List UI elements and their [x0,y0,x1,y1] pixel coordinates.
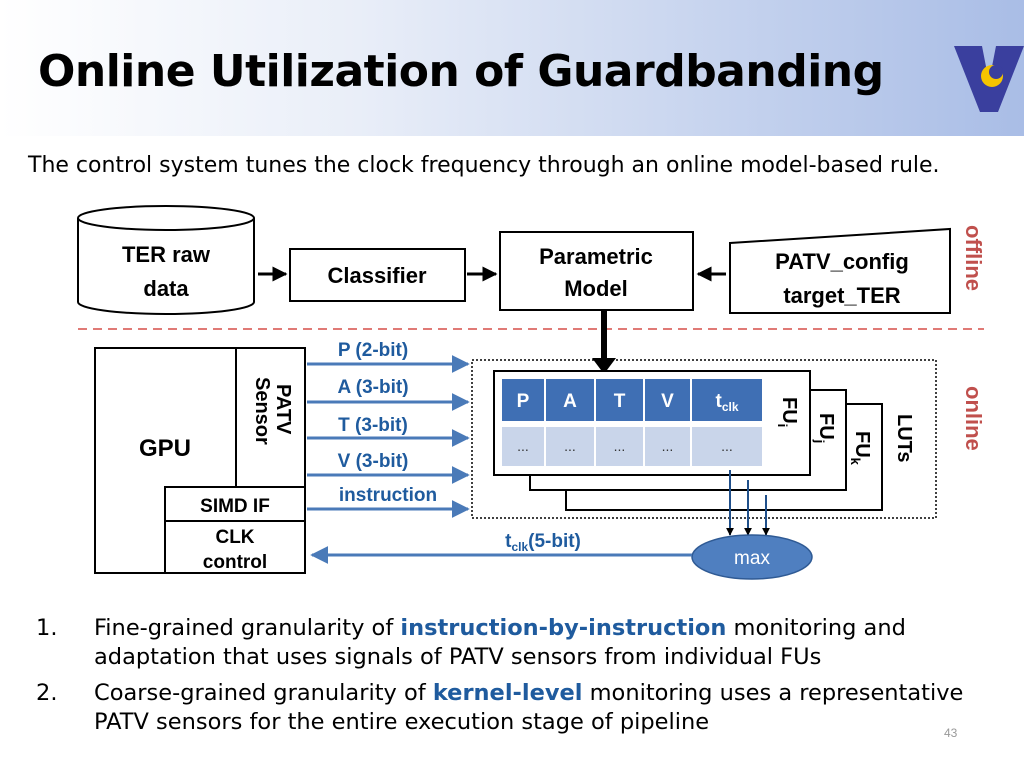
bullet-text: Fine-grained granularity of [94,615,401,641]
lut-data-cell [502,427,544,466]
lut-header-cell [502,379,544,421]
title-banner [0,0,1024,136]
gpu-label: GPU [139,435,191,462]
fu-i-label: FUi [775,397,800,427]
lut-header-v: V [661,391,674,412]
bullet-number: 1. [36,615,58,641]
patv-sensor-label-2: Sensor [251,377,273,445]
lut-data-cell-text: ... [662,438,674,454]
slide-title: Online Utilization of Guardbanding [38,46,884,97]
clk-control-label-1: CLK [215,527,254,548]
ter-raw-data-cylinder: TER raw data [77,205,255,315]
patv-sensor: PATV Sensor [251,377,294,445]
ter-raw-data-label-2: data [143,276,189,301]
lut-data-cell [692,427,762,466]
simd-if-box: SIMD IF [164,486,306,522]
bullet-item-2: 2. Coarse-grained granularity of kernel-… [30,679,1010,737]
lut-header-a: A [563,391,577,412]
signal-a-label: A (3-bit) [337,377,408,398]
clk-control-label-2: control [203,552,267,573]
logo-icon [954,46,1024,112]
ter-raw-data-label-1: TER raw [122,242,211,267]
bullet-text-rest: monitoring uses a representative PATV se… [94,680,964,735]
online-label: online [961,386,986,451]
signal-t-label: T (3-bit) [338,415,408,436]
signal-v-label: V (3-bit) [338,451,409,472]
lut-data-cell-text: ... [721,438,733,454]
lut-data-cell [645,427,690,466]
clk-control-box: CLK control [164,520,306,574]
patv-sensor-label-1: PATV [272,384,294,435]
signal-instruction-label: instruction [339,485,437,506]
fu-k-label: FUk [848,431,873,466]
classifier-box: Classifier [289,248,466,302]
lut-data-cell [546,427,594,466]
page-number: 43 [944,726,958,740]
signal-arrows: P (2-bit) A (3-bit) T (3-bit) V (3-bit) … [307,340,470,518]
bullet-text: Coarse-grained granularity of [94,680,433,706]
parametric-model-label-1: Parametric [539,244,653,269]
parametric-model-label-2: Model [564,276,628,301]
lut-table: P... A... T... V... tclk... [502,379,762,466]
guardband-diagram: TER raw data Classifier Parametric Model… [77,205,986,580]
tclk-feedback-label: tclk(5-bit) [505,531,581,554]
parametric-model-box: Parametric Model [499,231,694,311]
lut-header-cell [546,379,594,421]
lut-data-cell-text: ... [564,438,576,454]
bullet-list: 1. Fine-grained granularity of instructi… [30,614,1010,744]
fu-j-label: FUj [812,413,837,443]
bullet-highlight: kernel-level [432,680,583,706]
luts-label: LUTs [893,414,915,463]
lut-header-cell [645,379,690,421]
lut-header-p: P [517,391,530,412]
lut-header-tclk: tclk [715,391,738,414]
patv-config-box: PATV_config target_TER [729,227,951,314]
lut-header-cell [596,379,643,421]
luts-container [471,359,937,519]
lut-header-t: T [614,391,626,412]
lut-data-cell [596,427,643,466]
max-node: max [691,534,813,580]
bullet-highlight: instruction-by-instruction [400,615,727,641]
patv-config-label-1: PATV_config [775,249,909,274]
signal-p-label: P (2-bit) [338,340,408,361]
lut-header-cell [692,379,762,421]
simd-if-label: SIMD IF [200,496,270,517]
patv-config-label-2: target_TER [783,283,900,308]
slide-subtitle: The control system tunes the clock frequ… [28,153,940,178]
lut-data-cell-text: ... [517,438,529,454]
bullet-text-rest: monitoring and adaptation that uses sign… [94,615,906,670]
bullet-item-1: 1. Fine-grained granularity of instructi… [30,614,1010,672]
classifier-label: Classifier [327,263,426,288]
lut-data-cell-text: ... [614,438,626,454]
offline-label: offline [961,225,986,291]
max-label: max [734,548,770,569]
bullet-number: 2. [36,680,58,706]
